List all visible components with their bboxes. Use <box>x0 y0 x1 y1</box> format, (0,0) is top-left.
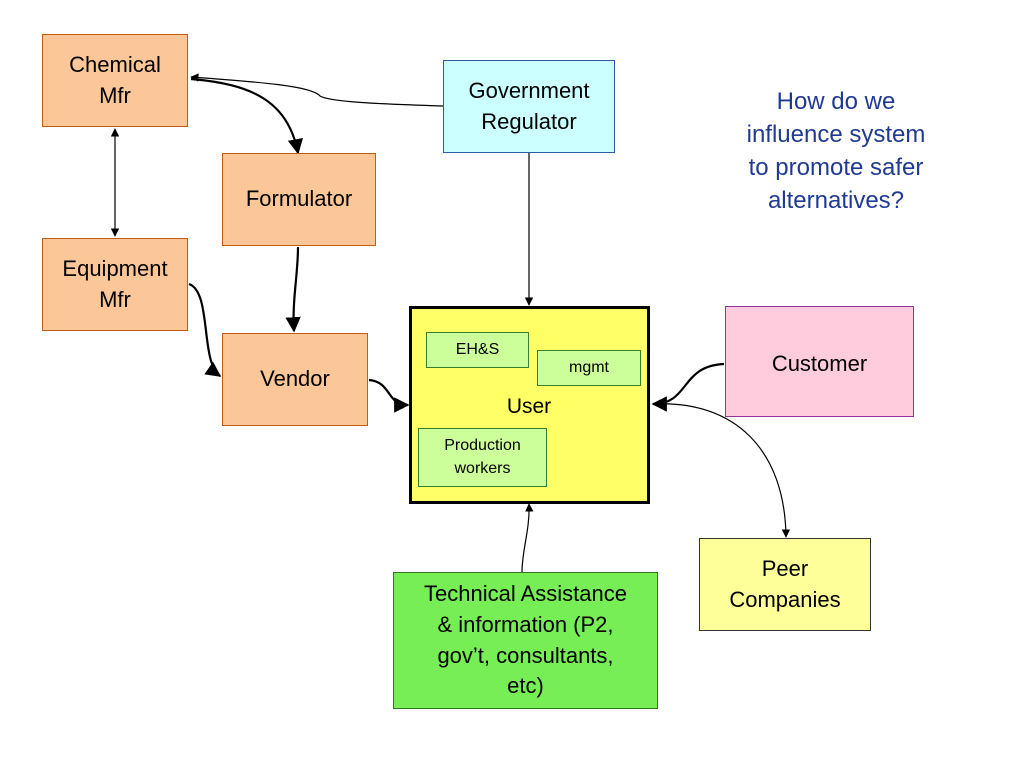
ehs-box: EH&S <box>426 332 529 368</box>
mgmt-box: mgmt <box>537 350 641 386</box>
user-label: User <box>506 395 552 418</box>
customer-box: Customer <box>725 306 914 417</box>
regulator-to-chemical-mfr-connector <box>190 73 444 107</box>
user-peer-companies-connector <box>652 399 791 538</box>
peer-companies-box: Peer Companies <box>699 538 871 631</box>
equipment-mfr-to-vendor-connector <box>188 282 222 377</box>
technical-assistance-box: Technical Assistance & information (P2, … <box>393 572 658 709</box>
chemical-mfr-to-formulator-connector <box>190 77 303 155</box>
government-regulator-box: Government Regulator <box>443 60 615 153</box>
formulator-box: Formulator <box>222 153 376 246</box>
customer-to-user-connector <box>651 362 725 412</box>
vendor-to-user-connector <box>368 378 410 413</box>
assistance-to-user-connector <box>521 503 534 573</box>
production-workers-box: Production workers <box>418 428 547 487</box>
chemical-mfr-box: Chemical Mfr <box>42 34 188 127</box>
guiding-question-text: How do we influence system to promote sa… <box>746 88 926 214</box>
vendor-box: Vendor <box>222 333 368 426</box>
formulator-to-vendor-connector <box>285 246 301 333</box>
equipment-mfr-box: Equipment Mfr <box>42 238 188 331</box>
